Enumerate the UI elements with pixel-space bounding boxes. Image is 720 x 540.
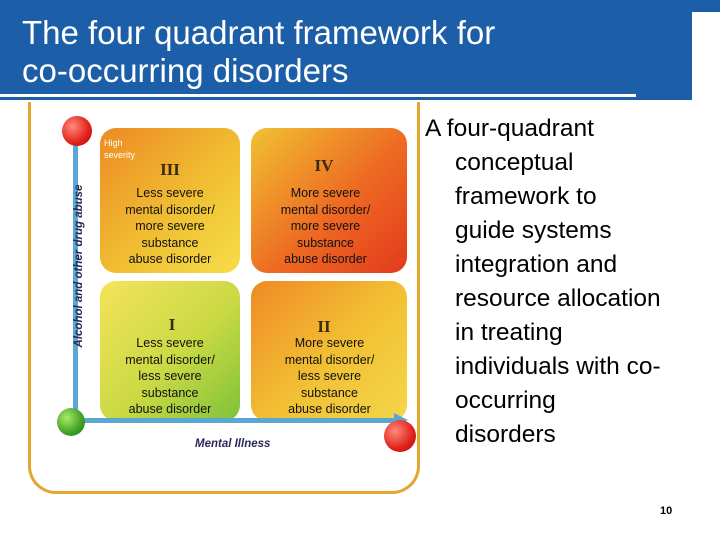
x-axis-line xyxy=(73,418,398,423)
description-line: individuals with co- xyxy=(455,353,661,380)
quadrant-iii-numeral: III xyxy=(160,160,180,179)
description-line: integration and xyxy=(455,251,618,278)
title-underline xyxy=(0,94,636,97)
description-line: resource allocation xyxy=(455,285,661,312)
quadrant-ii-numeral: II xyxy=(317,317,331,336)
quadrant-i-numeral: I xyxy=(168,315,176,334)
description-line: disorders xyxy=(455,421,556,448)
title-bar-accent xyxy=(692,0,720,12)
quadrant-ii-text: More severe mental disorder/ less severe… xyxy=(284,336,375,416)
quadrant-ii xyxy=(251,281,407,421)
high-severity-marker-top-icon xyxy=(62,116,92,146)
framework-description: A four-quadrant conceptual framework to … xyxy=(425,112,700,452)
title-bar xyxy=(0,0,692,100)
y-axis-label: Alcohol and other drug abuse xyxy=(73,184,85,348)
quadrant-iv-numeral: IV xyxy=(314,156,334,175)
low-severity-marker-icon xyxy=(57,408,85,436)
description-line: A four-quadrant xyxy=(425,115,594,142)
description-line: in treating xyxy=(455,319,563,346)
diagram-frame xyxy=(28,102,420,494)
slide-title: The four quadrant framework for co-occur… xyxy=(22,14,496,89)
quadrant-iv xyxy=(251,128,407,273)
high-severity-marker-right-icon xyxy=(384,420,416,452)
quadrant-i xyxy=(100,281,240,421)
quadrant-iii xyxy=(100,128,240,273)
y-axis-line xyxy=(73,135,78,421)
description-line: framework to xyxy=(455,183,597,210)
page-number: 10 xyxy=(660,505,673,517)
x-axis-label: Mental Illness xyxy=(195,438,271,450)
description-line: conceptual xyxy=(455,149,574,176)
description-line: occurring xyxy=(455,387,556,414)
quadrant-iii-text: Less severe mental disorder/ more severe… xyxy=(125,186,215,266)
quadrant-iv-text: More severe mental disorder/ more severe… xyxy=(280,186,371,266)
description-line: guide systems xyxy=(455,217,612,244)
high-severity-label: High severity xyxy=(104,138,136,160)
quadrant-i-text: Less severe mental disorder/ less severe… xyxy=(125,336,215,416)
